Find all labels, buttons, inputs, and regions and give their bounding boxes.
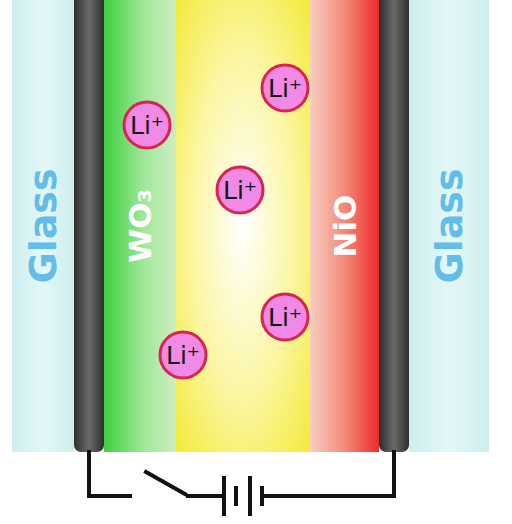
layer-label: NiO: [329, 195, 360, 258]
ion-circle-outline: [262, 294, 308, 340]
ion-circle-outline: [262, 65, 308, 111]
right-electrode: [379, 0, 409, 452]
ion-label: Li⁺: [268, 76, 302, 101]
lithium-ion: Li⁺: [260, 292, 310, 342]
layer-label: Glass: [24, 168, 62, 283]
wire: [266, 452, 394, 496]
switch-lever: [146, 472, 185, 494]
ion-label: Li⁺: [130, 113, 164, 138]
battery-plate: [260, 486, 264, 506]
battery-plate: [248, 476, 252, 516]
lithium-ion: Li⁺: [122, 100, 172, 150]
nio-layer: NiO: [310, 0, 379, 452]
battery-plate: [234, 486, 238, 506]
switch-gap: [130, 472, 146, 496]
glass-pane: Glass: [409, 0, 489, 452]
electrolyte-layer: [176, 0, 310, 452]
layer-label: WO₃: [125, 189, 156, 263]
wire: [188, 494, 222, 498]
ion-label: Li⁺: [268, 305, 302, 330]
ion-circle-outline: [124, 102, 170, 148]
lithium-ion: Li⁺: [260, 63, 310, 113]
wo3-layer: WO₃: [104, 0, 176, 452]
glass-pane: Glass: [12, 0, 74, 452]
ion-label: Li⁺: [166, 343, 200, 368]
lithium-ion: Li⁺: [215, 165, 265, 215]
wire: [89, 452, 130, 496]
circuit-wires: [89, 452, 394, 496]
left-electrode: [74, 0, 104, 452]
lithium-ion: Li⁺: [158, 330, 208, 380]
battery-plate: [222, 476, 226, 516]
layer-label: Glass: [430, 168, 468, 283]
battery-symbol: [224, 476, 262, 516]
ion-circle-outline: [217, 167, 263, 213]
ion-label: Li⁺: [223, 178, 257, 203]
ion-circle-outline: [160, 332, 206, 378]
